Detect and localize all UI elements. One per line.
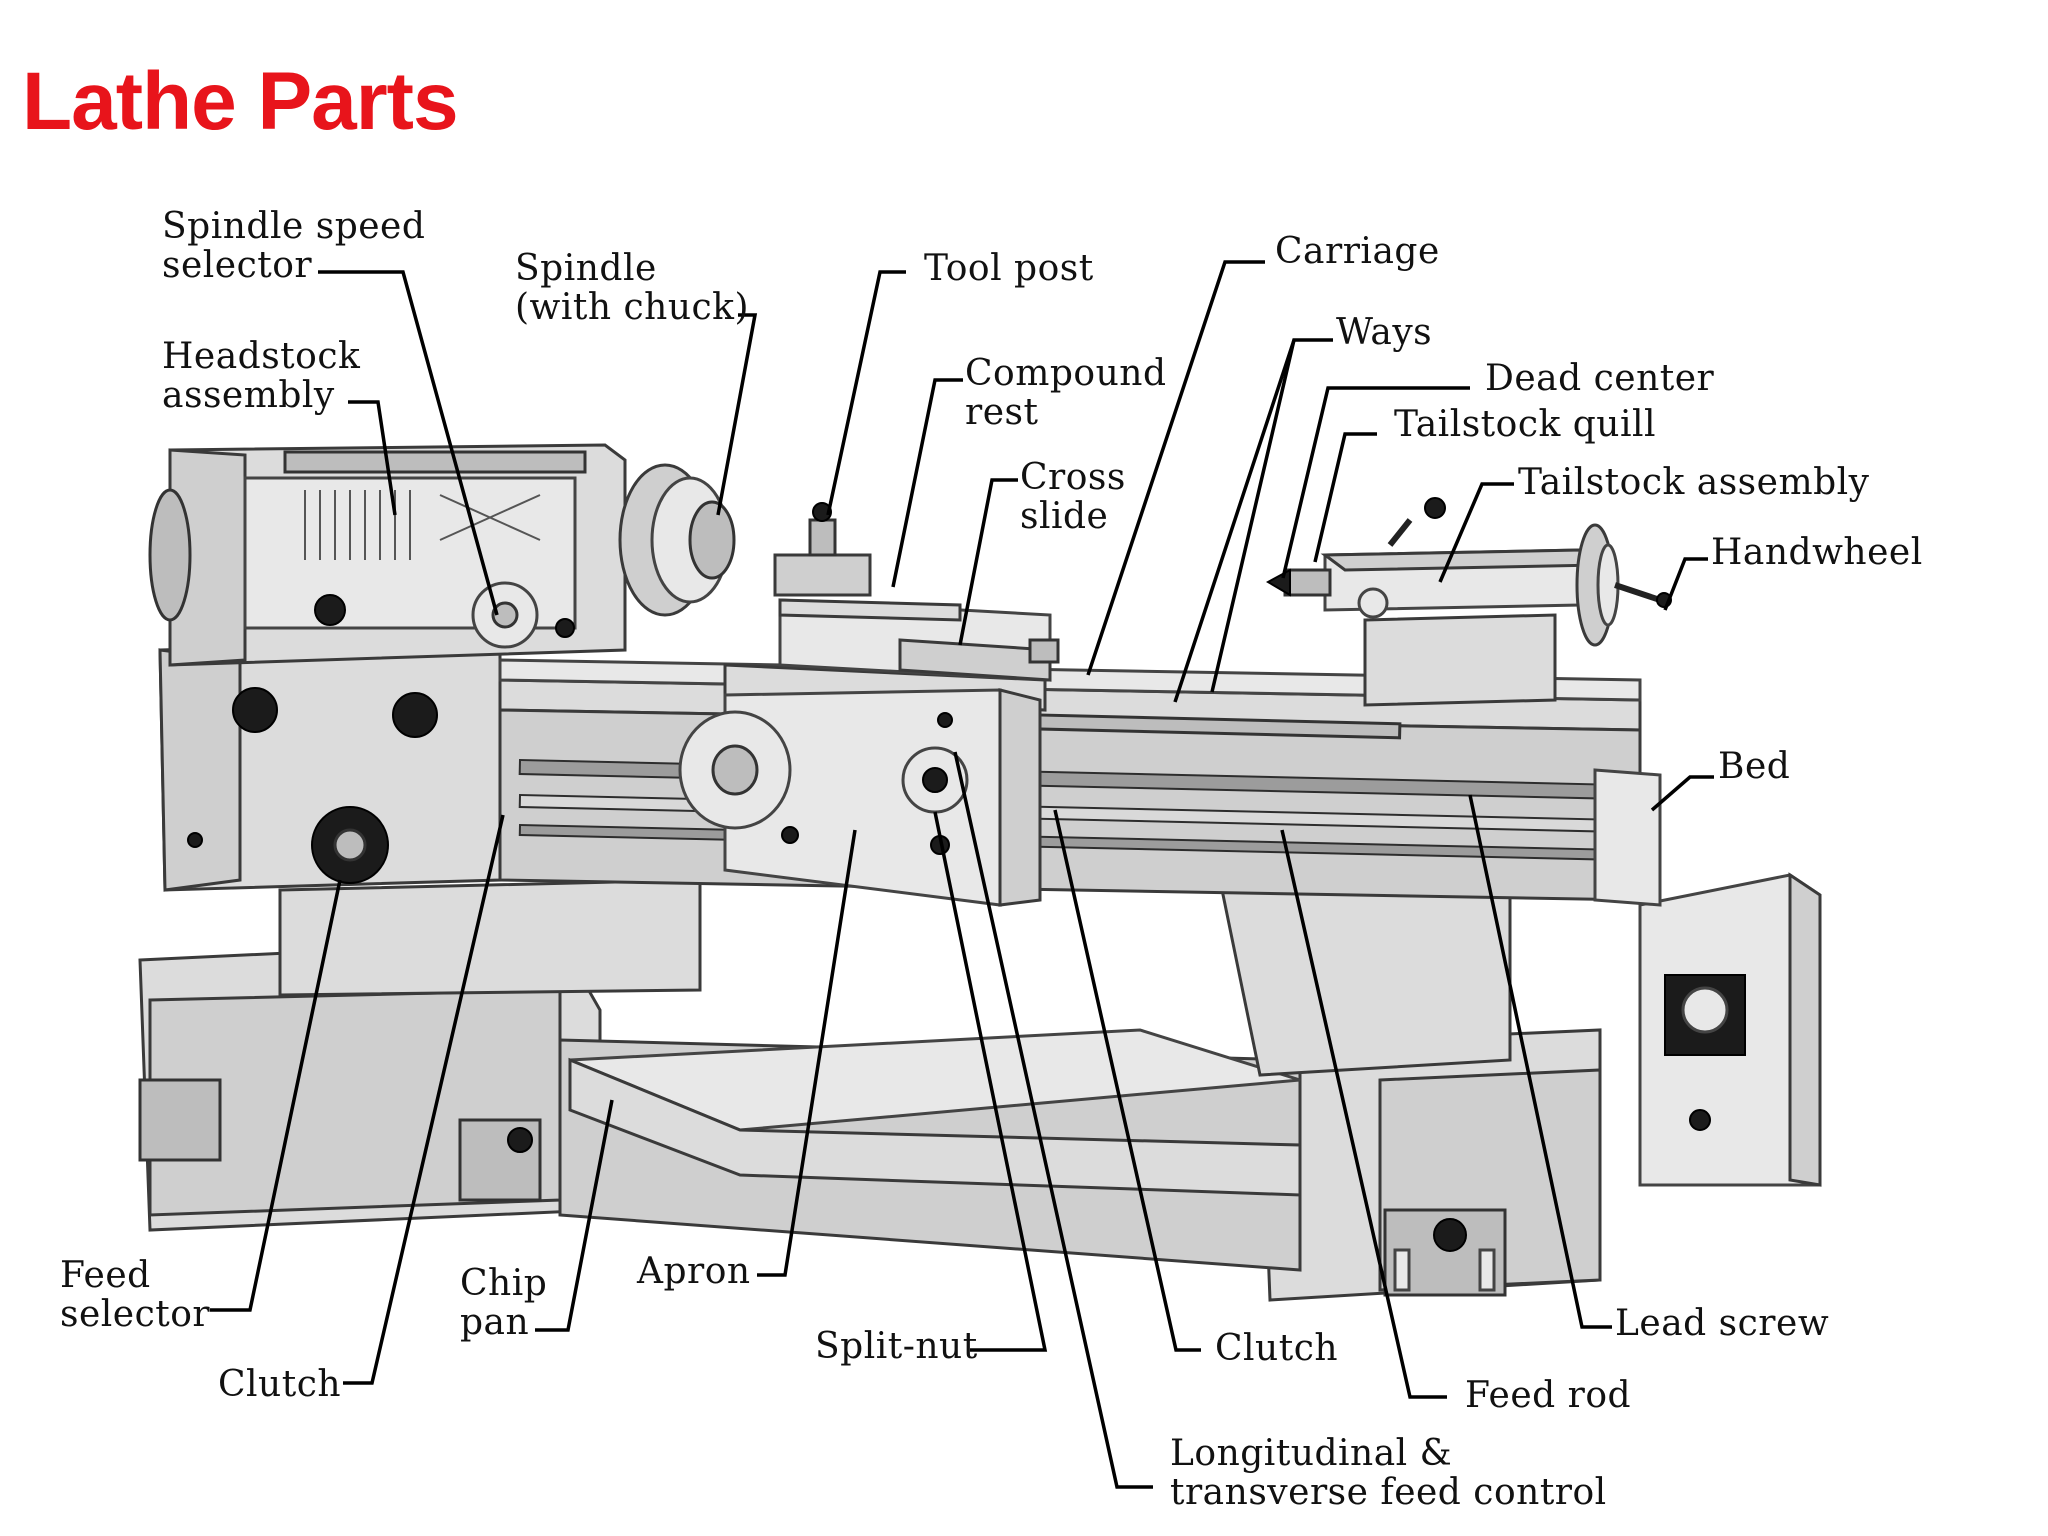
leader-feed-control [953, 751, 1153, 1489]
leader-cross-slide [958, 478, 1018, 646]
label-bed: Bed [1718, 746, 1790, 787]
label-clutch-left: Clutch [218, 1364, 341, 1405]
label-carriage: Carriage [1275, 231, 1440, 272]
label-spindle-speed-selector: Spindle speed selector [162, 206, 437, 286]
label-feed-rod: Feed rod [1465, 1375, 1631, 1416]
leader-handwheel [1663, 557, 1708, 611]
leader-spindle [716, 313, 758, 516]
label-feed-control: Longitudinal & transverse feed control [1170, 1433, 1607, 1513]
label-chip-pan: Chip pan [460, 1263, 559, 1343]
leader-feed-rod [1280, 829, 1447, 1399]
slide-title: Lathe Parts [22, 56, 459, 147]
label-handwheel: Handwheel [1711, 532, 1923, 573]
label-tailstock-assembly: Tailstock assembly [1518, 462, 1870, 503]
label-tool-post: Tool post [924, 248, 1094, 289]
leader-tailstock-quill [1313, 432, 1377, 563]
label-lead-screw: Lead screw [1615, 1303, 1829, 1344]
leader-tool-post [826, 270, 906, 516]
label-spindle: Spindle (with chuck) [515, 248, 749, 328]
leader-headstock-assembly [348, 400, 397, 516]
leader-ways-2 [1173, 339, 1296, 703]
leader-lead-screw [1468, 794, 1612, 1329]
leader-tailstock-assembly [1438, 482, 1514, 583]
leader-bed [1650, 775, 1714, 812]
leader-dead-center [1281, 386, 1470, 579]
leader-chip-pan [535, 1099, 614, 1332]
leader-lines [210, 260, 1714, 1489]
leader-spindle-speed-selector [318, 270, 499, 616]
label-tailstock-quill: Tailstock quill [1394, 404, 1656, 445]
leader-clutch-left [343, 814, 505, 1385]
leader-apron [757, 829, 857, 1277]
part-labels: Spindle speed selector Headstock assembl… [60, 206, 1923, 1513]
leader-carriage [1086, 260, 1265, 676]
label-compound-rest: Compound rest [965, 353, 1178, 433]
label-cross-slide: Cross slide [1020, 457, 1138, 537]
label-headstock-assembly: Headstock assembly [162, 336, 372, 416]
label-dead-center: Dead center [1485, 358, 1715, 399]
label-ways: Ways [1336, 312, 1432, 353]
label-clutch-right: Clutch [1215, 1328, 1338, 1369]
label-split-nut: Split-nut [815, 1326, 978, 1367]
leader-ways-1 [1210, 338, 1333, 693]
leader-compound-rest [891, 378, 963, 588]
label-feed-selector: Feed selector [60, 1255, 210, 1335]
leader-split-nut [933, 811, 1048, 1352]
label-apron: Apron [636, 1251, 751, 1292]
leader-clutch-right [1053, 809, 1201, 1352]
leader-feed-selector [210, 879, 342, 1312]
